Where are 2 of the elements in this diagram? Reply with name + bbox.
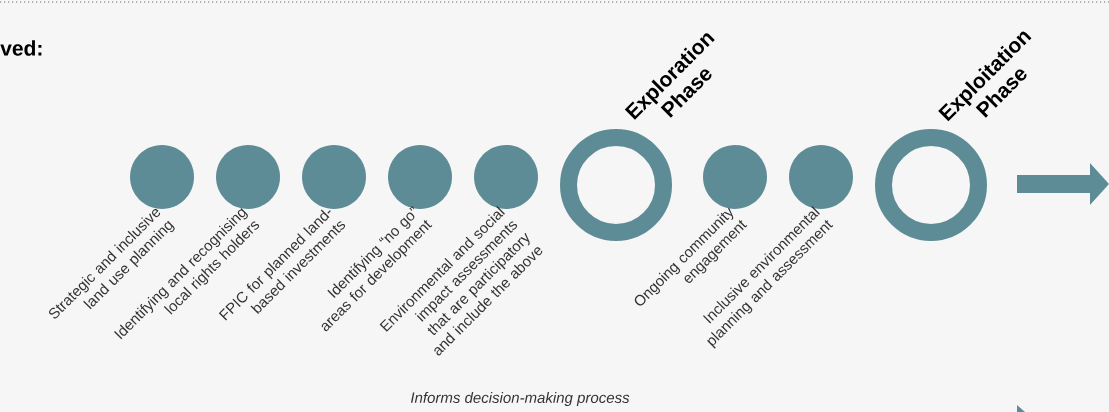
caption-note: Informs decision-making process — [411, 392, 630, 406]
heading: ved: — [0, 40, 42, 56]
